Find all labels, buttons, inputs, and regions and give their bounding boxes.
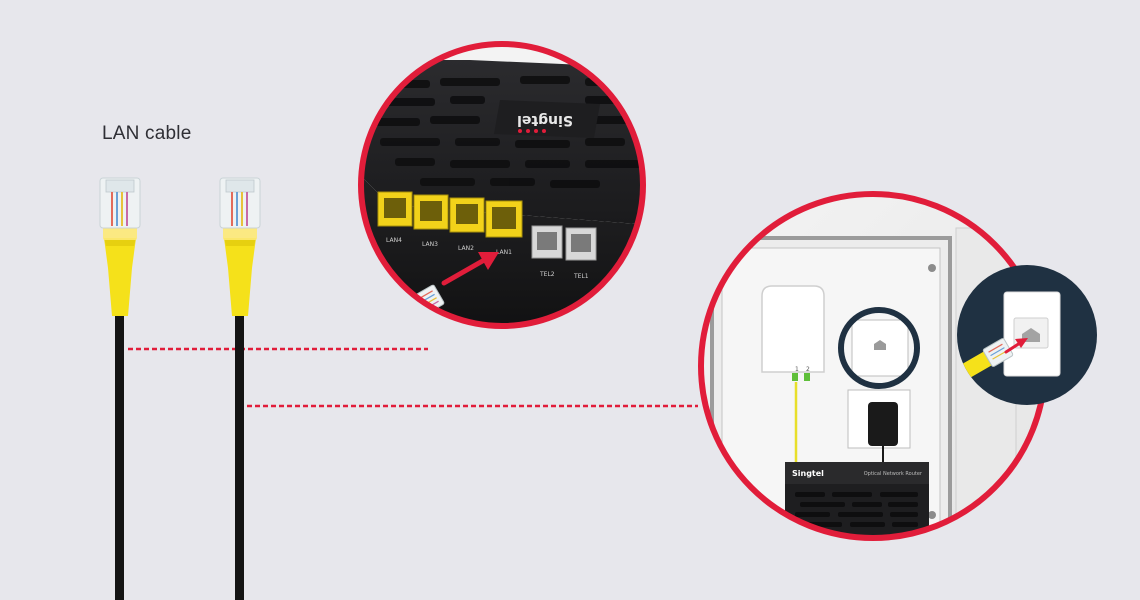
ont-port-1-label: 1 [795, 366, 799, 373]
wall-setup-closeup: 1 2 Singtel Optical Network Router [698, 191, 1048, 547]
socket-insert-arrow-icon [1004, 338, 1028, 354]
ont-device: 1 2 [761, 285, 825, 381]
wall-socket-closeup [957, 265, 1097, 405]
port-label-tel1: TEL1 [573, 273, 589, 280]
port-label-lan3: LAN3 [422, 241, 438, 248]
onr-model-label: Optical Network Router [864, 471, 923, 477]
port-label-tel2: TEL2 [539, 271, 555, 278]
router-lan-ports [377, 191, 523, 238]
onr-brand-logo: Singtel [792, 469, 824, 478]
router-brand-logo: Singtel [517, 112, 573, 128]
onr-panel-labels: LAN1 LAN2 LAN3 LAN4 TEL1 TEL2 USB INTERN… [812, 543, 907, 547]
lan-cable-label: LAN cable [102, 123, 192, 144]
lan-cable-right [219, 177, 261, 600]
ont-port-2-label: 2 [806, 366, 810, 373]
port-label-lan1: LAN1 [496, 249, 512, 256]
port-label-lan4: LAN4 [386, 237, 402, 244]
power-adapter [847, 389, 911, 464]
lan-cable-left [99, 177, 141, 600]
router-tel-ports [531, 225, 597, 261]
port-label-lan2: LAN2 [458, 245, 474, 252]
router-closeup: Singtel LAN4 [358, 41, 646, 329]
insert-arrow-icon [441, 252, 499, 286]
socket-highlight-ring [838, 307, 920, 389]
